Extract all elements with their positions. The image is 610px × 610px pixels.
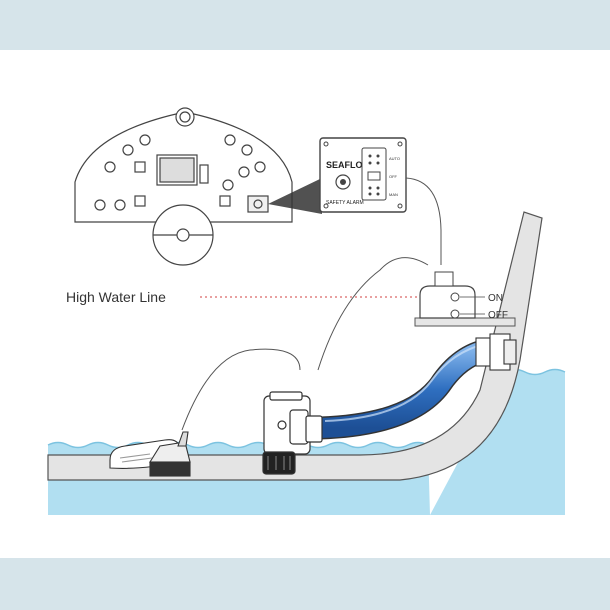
switch-off-label: OFF	[488, 310, 508, 321]
water-level-sensor	[109, 431, 191, 477]
high-water-line-label: High Water Line	[66, 289, 166, 305]
float-switch	[414, 271, 516, 327]
panel-mode-man: MAN	[389, 192, 398, 197]
hull	[47, 211, 543, 481]
zoom-beam	[268, 178, 322, 214]
panel-brand: SEAFLO	[326, 160, 363, 170]
bilge-pump	[262, 391, 323, 475]
switch-on-label: ON	[488, 293, 503, 304]
thru-hull-fitting	[475, 333, 517, 371]
boat-dashboard	[74, 107, 293, 266]
alarm-control-panel: SEAFLO SAFETY ALARM AUTO OFF MAN	[319, 137, 407, 213]
panel-mode-auto: AUTO	[389, 156, 400, 161]
discharge-hose	[319, 340, 491, 438]
wiring	[181, 177, 442, 431]
panel-caption: SAFETY ALARM	[326, 200, 364, 206]
hose-highlight	[324, 343, 486, 422]
panel-mode-off: OFF	[389, 174, 398, 179]
bottom-band	[0, 558, 610, 610]
top-band	[0, 0, 610, 50]
